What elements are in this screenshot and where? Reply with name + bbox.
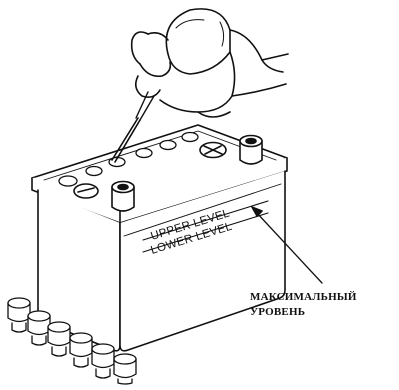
positive-terminal (200, 143, 226, 158)
max-level-callout: МАКСИМАЛЬНЫЙ УРОВЕНЬ (250, 290, 398, 320)
filler-hole (86, 167, 102, 176)
filler-cap (28, 311, 50, 345)
callout-line-1: МАКСИМАЛЬНЫЙ (250, 290, 398, 305)
filler-cap (70, 333, 92, 367)
filler-cap (92, 344, 114, 378)
filler-cap (48, 322, 70, 356)
removed-cap (240, 136, 262, 165)
filler-cap (8, 298, 30, 332)
filler-hole (136, 149, 152, 158)
filler-cap (114, 354, 136, 384)
callout-line-2: УРОВЕНЬ (250, 305, 398, 320)
removed-cap (112, 182, 134, 212)
filler-hole (160, 141, 176, 150)
filler-hole (182, 133, 198, 142)
filler-hole (59, 176, 77, 186)
negative-terminal (74, 184, 98, 198)
